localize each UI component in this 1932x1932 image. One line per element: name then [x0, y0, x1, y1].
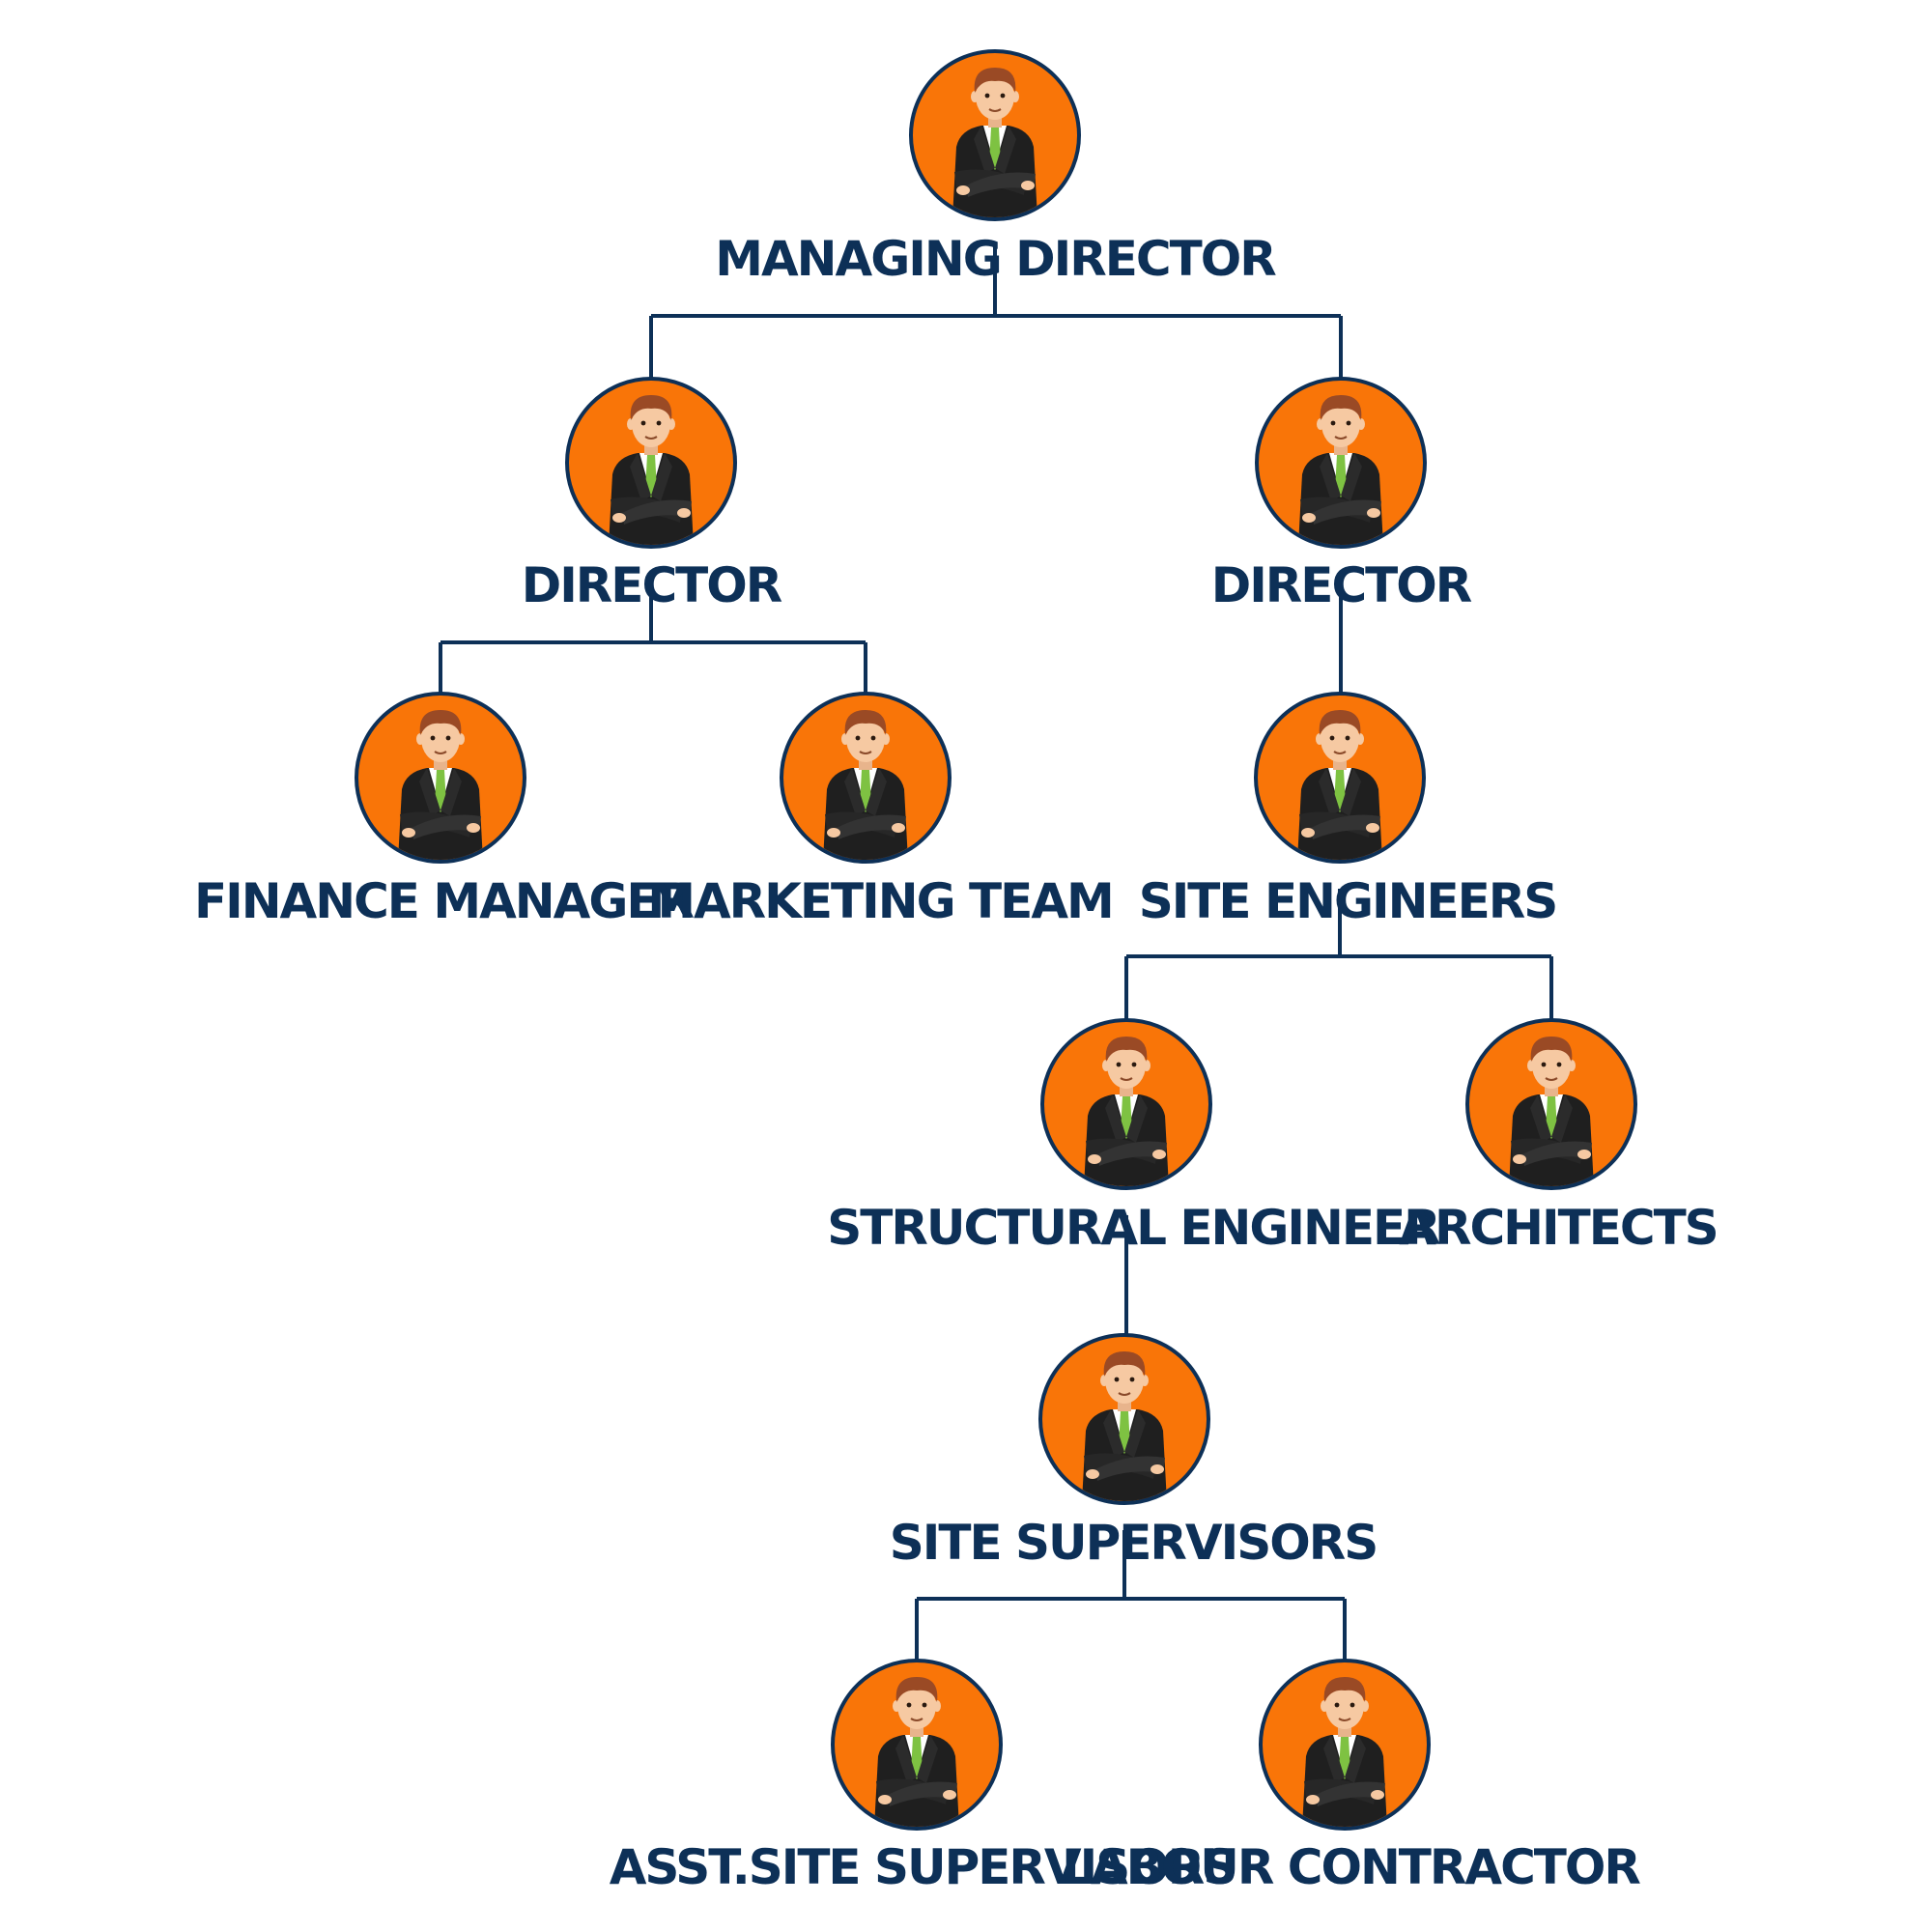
connector-director-left	[439, 573, 867, 694]
node-label: LABOUR CONTRACTOR	[1062, 1839, 1640, 1895]
node-site-engineers: SITE ENGINEERS	[1139, 692, 1558, 929]
node-label: ASST.SITE SUPERVISORS	[610, 1839, 1236, 1895]
connector-site-supervisors	[915, 1530, 1347, 1661]
businessman-icon	[1298, 395, 1383, 545]
node-architects: ARCHITECTS	[1399, 1018, 1719, 1256]
businessman-icon	[874, 1677, 959, 1827]
node-label: ARCHITECTS	[1399, 1200, 1717, 1256]
node-label: SITE ENGINEERS	[1139, 873, 1557, 929]
node-label: MARKETING TEAM	[647, 873, 1113, 929]
node-managing-director: MANAGING DIRECTOR	[715, 49, 1278, 287]
node-finance-manager: FINANCE MANAGER	[194, 692, 696, 929]
node-labour-contractor: LABOUR CONTRACTOR	[1062, 1659, 1642, 1895]
businessman-icon	[1297, 710, 1382, 860]
node-director-left: DIRECTOR	[522, 377, 784, 613]
businessman-icon	[1084, 1037, 1169, 1186]
businessman-icon	[398, 710, 483, 860]
businessman-icon	[823, 710, 908, 860]
connector-managing-director	[649, 246, 1343, 379]
node-label: DIRECTOR	[1211, 557, 1472, 613]
node-label: SITE SUPERVISORS	[890, 1515, 1378, 1571]
businessman-icon	[1302, 1677, 1387, 1827]
node-label: MANAGING DIRECTOR	[715, 231, 1276, 287]
node-label: STRUCTURAL ENGINEER	[827, 1200, 1440, 1256]
nodes: MANAGING DIRECTOR DIRECTOR DIRECTOR FINANCE…	[194, 49, 1719, 1895]
connectors	[439, 246, 1553, 1661]
node-director-right: DIRECTOR	[1211, 377, 1474, 613]
businessman-icon	[1509, 1037, 1594, 1186]
node-structural-engineer: STRUCTURAL ENGINEER	[827, 1018, 1442, 1256]
node-site-supervisors: SITE SUPERVISORS	[890, 1333, 1378, 1571]
node-marketing-team: MARKETING TEAM	[647, 692, 1115, 929]
businessman-icon	[952, 68, 1037, 217]
connector-site-engineers	[1124, 889, 1553, 1020]
businessman-icon	[1082, 1351, 1167, 1501]
node-label: DIRECTOR	[522, 557, 782, 613]
node-asst-site-supervisors: ASST.SITE SUPERVISORS	[610, 1659, 1237, 1895]
node-label: FINANCE MANAGER	[194, 873, 695, 929]
businessman-icon	[609, 395, 694, 545]
